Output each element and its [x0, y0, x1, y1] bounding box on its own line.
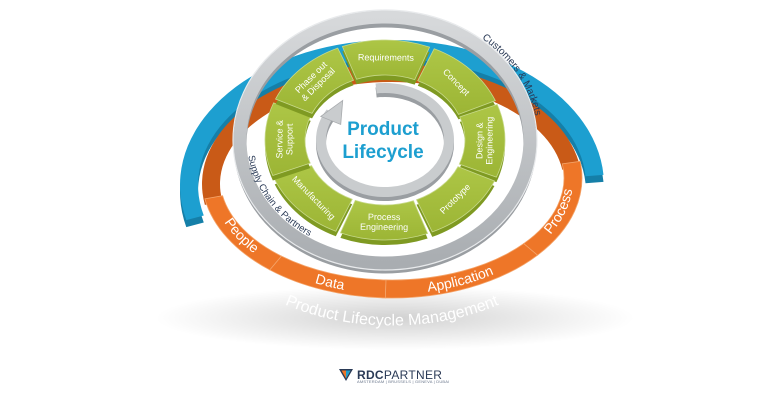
orange-band-label: Data	[314, 270, 346, 292]
stage-segment	[339, 199, 429, 241]
logo-brand-light: PARTNER	[383, 368, 443, 382]
gray-ring-highlight	[232, 9, 538, 271]
orange-segment	[523, 160, 583, 256]
orange-segment	[384, 243, 539, 299]
center-title-line1: Product	[347, 119, 419, 140]
gray-ring	[233, 10, 537, 270]
orange-segment	[269, 255, 387, 299]
stage-label: Requirements	[358, 52, 415, 62]
stage-segment	[264, 102, 312, 177]
orange-segment	[204, 195, 283, 271]
rdc-logo-mark-icon	[339, 369, 353, 381]
cycle-arrow	[316, 83, 454, 197]
logo-tagline: AMSTERDAM | BRUSSELS | GENEVA | DUBAI	[357, 379, 450, 384]
logo-brand-bold: RDC	[357, 368, 384, 382]
stage-segment	[417, 48, 496, 115]
stage-segment	[458, 103, 506, 178]
floor-shadow	[155, 286, 635, 350]
stage-segment	[274, 47, 355, 114]
stage-label: Service &Support	[274, 120, 294, 159]
center-title-line2: Lifecycle	[342, 142, 423, 163]
stage-segment	[341, 39, 431, 81]
stage-label: Design &Engineering	[474, 117, 494, 165]
stage-segment	[415, 166, 496, 233]
cycle-arrowhead-icon	[319, 99, 344, 126]
